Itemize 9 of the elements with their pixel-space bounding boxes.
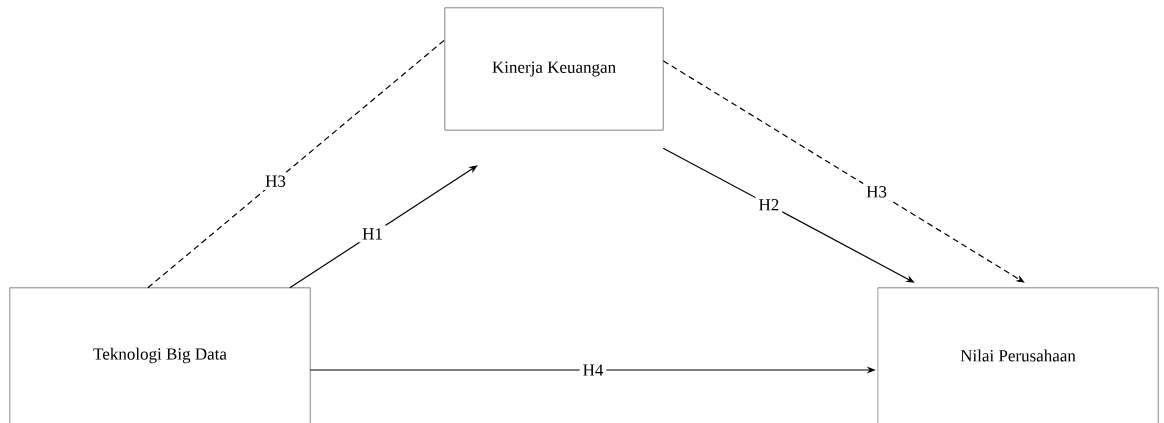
- variable-box: Teknologi Big Data: [9, 287, 311, 423]
- edge-label: H2: [755, 196, 783, 214]
- edge-label: H4: [579, 361, 607, 379]
- edge-label: H1: [359, 225, 386, 243]
- variable-box: Kinerja Keuangan: [444, 7, 664, 131]
- edge-label: H3: [863, 183, 890, 201]
- variable-box: Nilai Perusahaan: [877, 287, 1159, 423]
- arrow: [289, 165, 478, 289]
- edge-label: H3: [262, 172, 289, 190]
